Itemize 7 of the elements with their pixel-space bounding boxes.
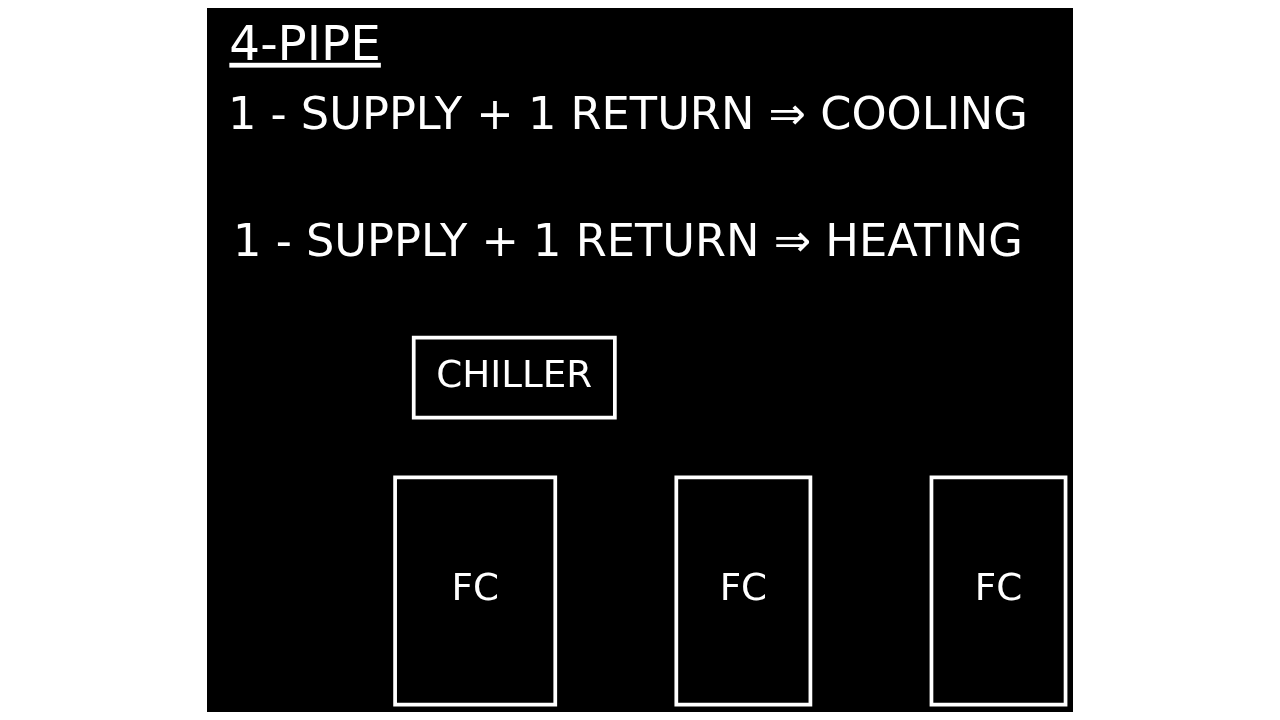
node-box: CHILLER bbox=[411, 335, 617, 420]
label: 1 - SUPPLY + 1 RETURN ⇒ COOLING bbox=[227, 88, 1028, 141]
label: 1 - SUPPLY + 1 RETURN ⇒ HEATING bbox=[233, 215, 1023, 268]
node-box: FC bbox=[393, 475, 558, 707]
node-box: FC bbox=[929, 475, 1068, 707]
diagram-title: 4-PIPE bbox=[229, 14, 381, 71]
node-box: FC bbox=[674, 475, 813, 707]
